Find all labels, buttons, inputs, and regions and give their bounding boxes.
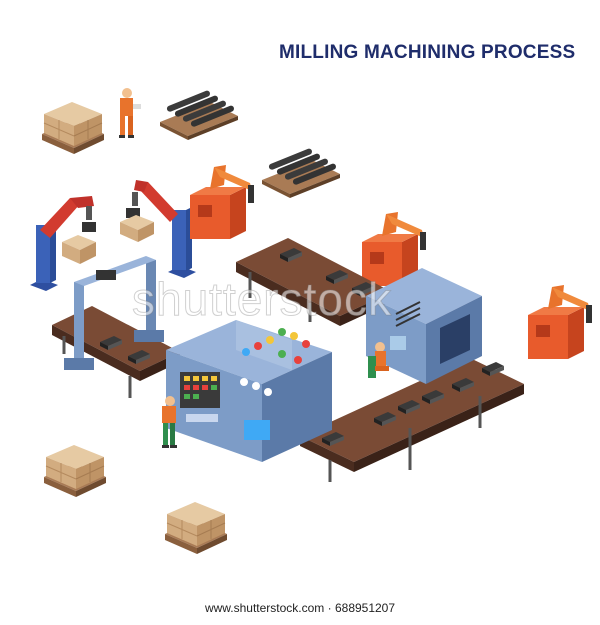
footer-credit: www.shutterstock.com · 688951207 [204, 601, 396, 615]
cardboard-box-left [62, 235, 96, 264]
cnc-milling-machine [366, 268, 482, 384]
footer-bar [0, 590, 600, 620]
red-robot-arm-left [30, 196, 96, 291]
cardboard-box-right [120, 215, 154, 242]
orange-robot-right [528, 285, 592, 359]
parts-pallet-right [262, 147, 340, 198]
parts-pallet-top [160, 89, 238, 140]
scanner-gate [64, 256, 164, 370]
orange-robot-top [190, 165, 254, 239]
crate-stack-bottom-left [43, 444, 107, 498]
page-title: MILLING MACHINING PROCESS [279, 42, 576, 63]
crate-stack-bottom-center [164, 501, 228, 555]
red-robot-arm-right [126, 180, 196, 278]
worker-console [162, 396, 177, 448]
crate-stack-top-left [41, 101, 105, 155]
control-console [166, 320, 332, 462]
conveyor-belt-lower [300, 358, 524, 482]
worker-supervisor [119, 88, 141, 138]
worker-operator [368, 342, 389, 378]
conveyor-belt-left [52, 306, 180, 398]
